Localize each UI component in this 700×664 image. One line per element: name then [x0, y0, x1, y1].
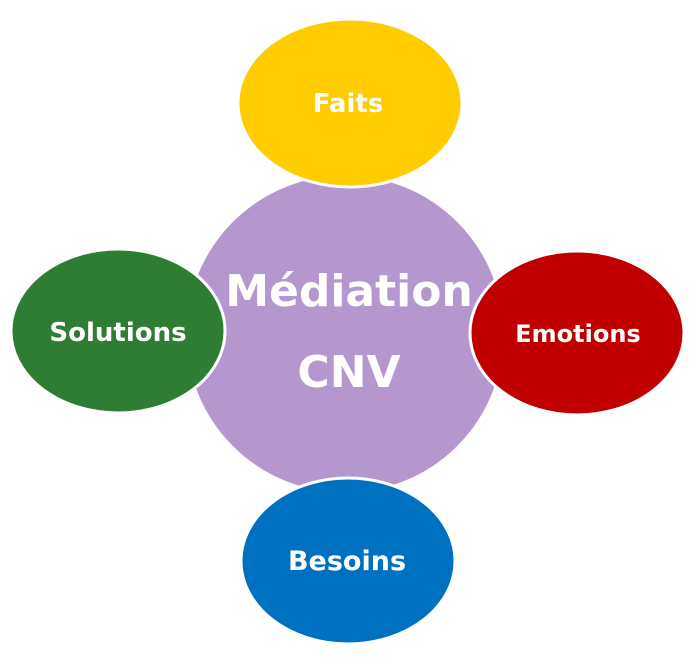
center-circle [183, 172, 507, 496]
node-emotions-label: Emotions [515, 320, 640, 348]
node-solutions-label: Solutions [49, 318, 186, 348]
node-emotions-ellipse [468, 249, 686, 417]
center-title-line2: CNV [297, 347, 400, 398]
node-besoins-label: Besoins [288, 546, 406, 577]
node-besoins-ellipse [239, 476, 457, 646]
node-faits-ellipse [236, 17, 464, 189]
node-faits-label: Faits [313, 89, 384, 119]
center-title-line1: Médiation [225, 266, 473, 317]
node-solutions-ellipse [9, 247, 227, 415]
